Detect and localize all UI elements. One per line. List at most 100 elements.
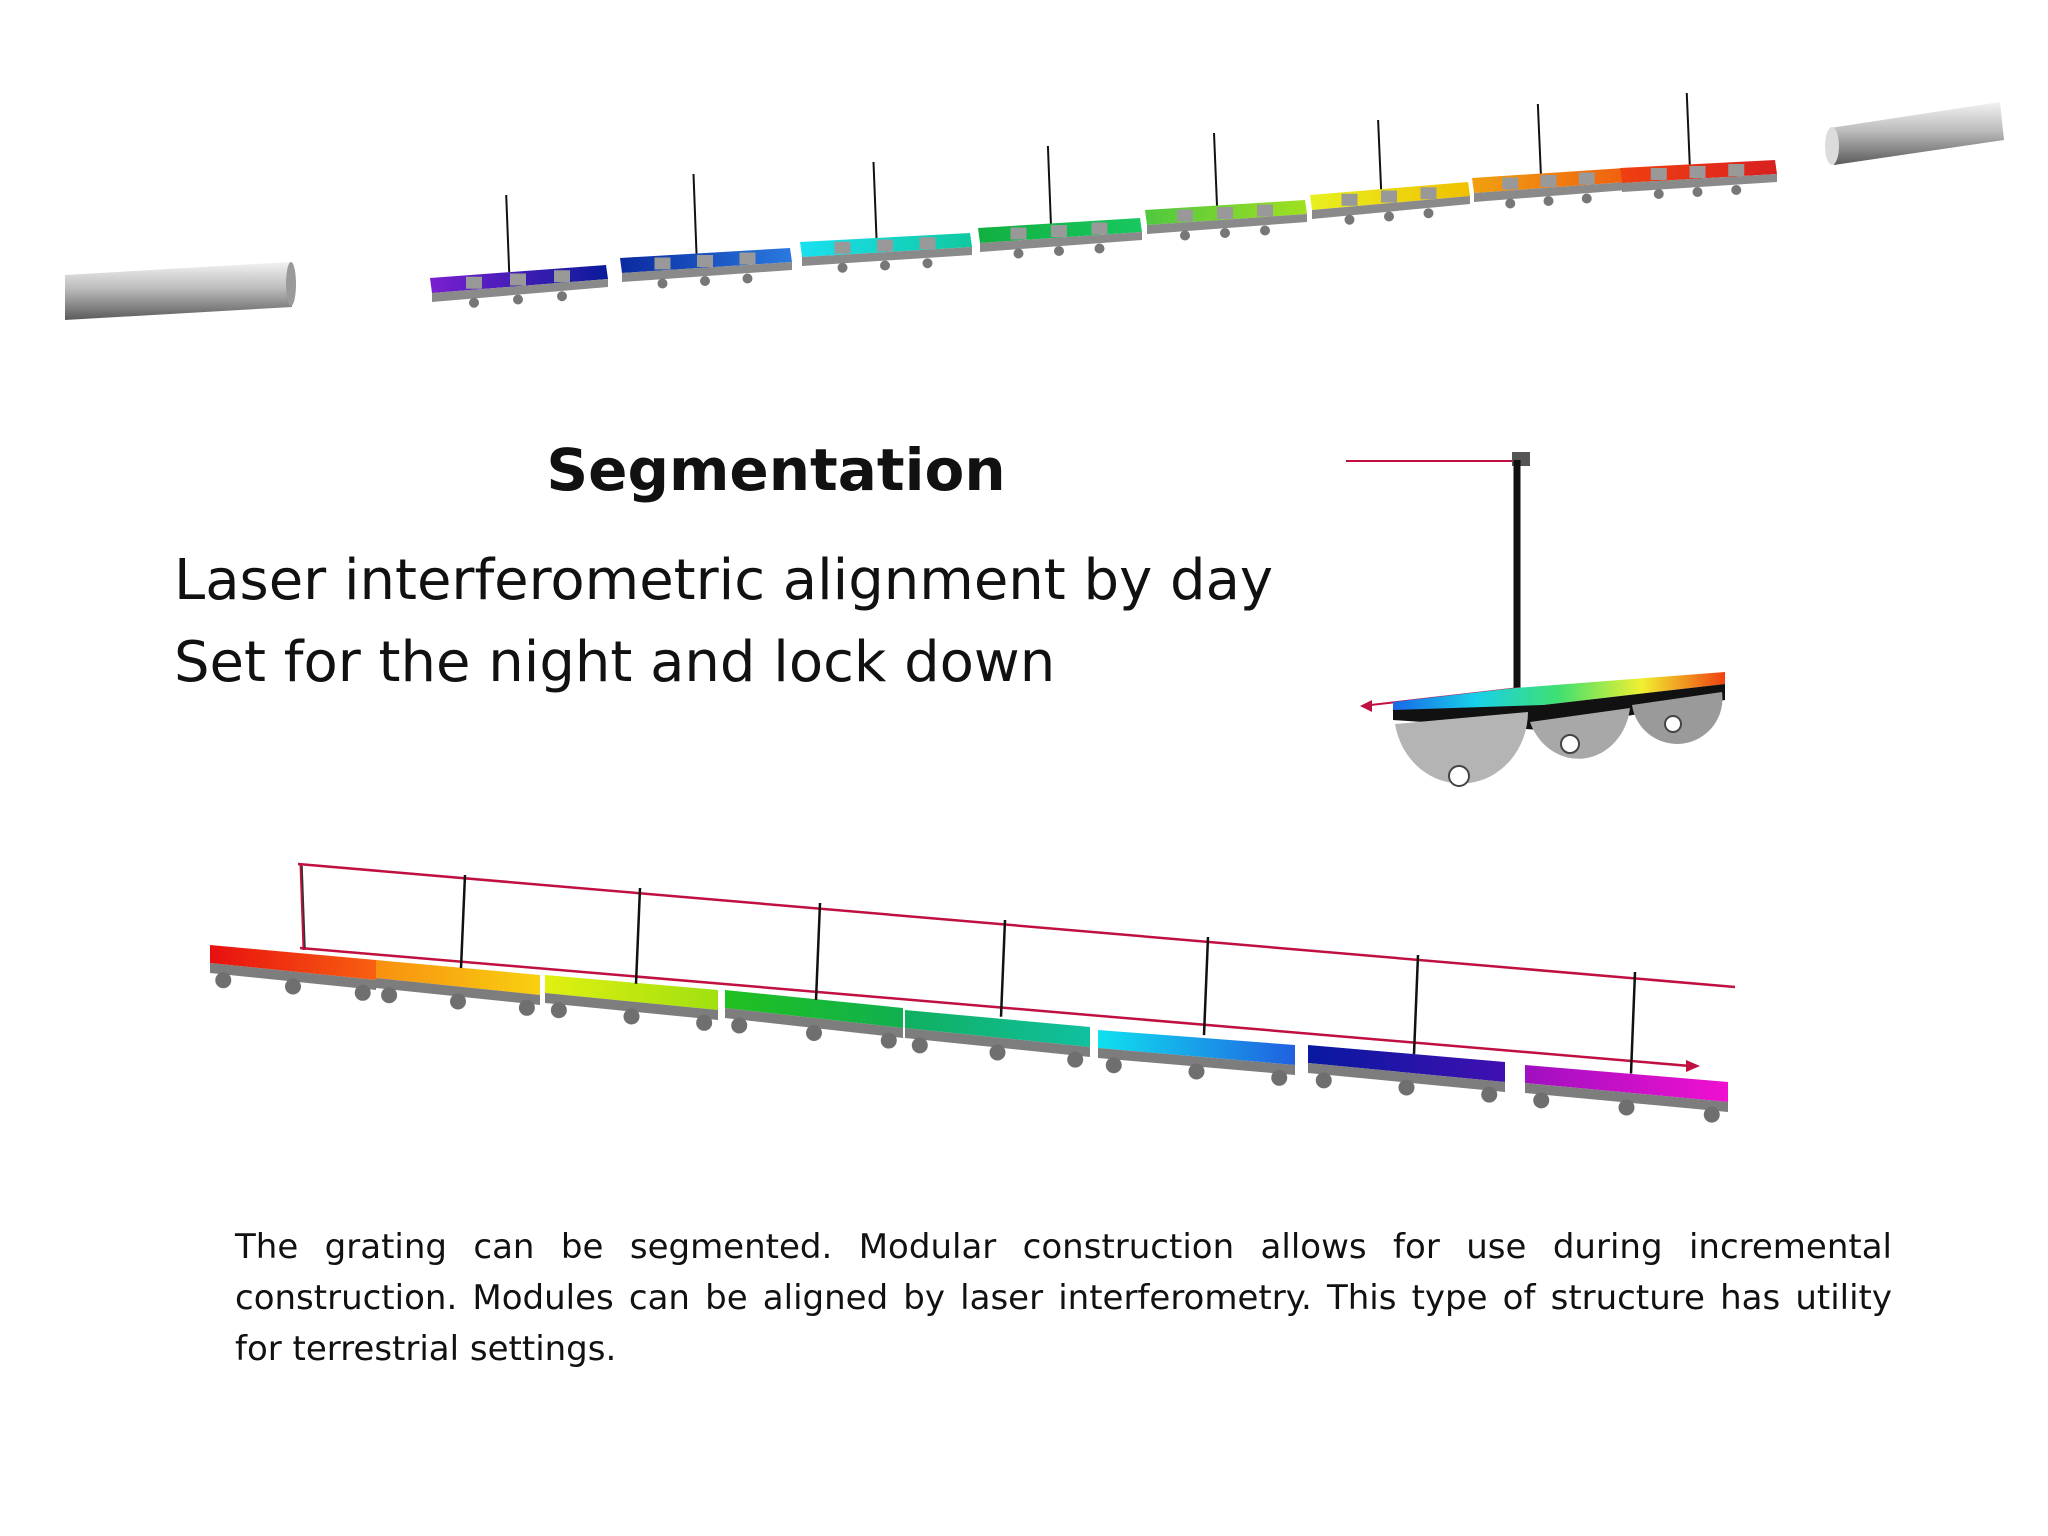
segment-wheel <box>450 993 466 1010</box>
segment-mast <box>1629 971 1637 1074</box>
segment-wheel <box>1067 1051 1084 1068</box>
segment-surface <box>376 960 540 995</box>
laser-source-mast <box>299 863 306 951</box>
segment-mount <box>1502 177 1519 190</box>
segment-wheel <box>1094 243 1105 254</box>
alignment-line-night: Set for the night and lock down <box>174 630 1056 695</box>
module-detail-figure <box>1346 452 1725 787</box>
segment-mount <box>1217 207 1233 219</box>
segment-wheel <box>1653 189 1664 199</box>
laser-reference-beam <box>297 862 1736 989</box>
segment-wheel <box>837 262 848 273</box>
bottom-segment <box>1525 1065 1728 1123</box>
segment-wheel <box>742 273 753 284</box>
detail-wheel-middle <box>1530 708 1630 759</box>
top-segment-row <box>430 92 1777 308</box>
segment-wheel <box>1260 225 1270 236</box>
laser-arrow <box>1360 700 1372 712</box>
segment-base <box>802 247 972 266</box>
segment-wheel <box>518 999 535 1016</box>
segment-wheel <box>1315 1072 1332 1089</box>
detail-bolt-hole <box>1560 734 1580 754</box>
bottom-segment <box>725 990 903 1049</box>
segment-surface <box>545 975 718 1010</box>
segment-base <box>1312 196 1470 219</box>
segment-mount <box>1051 225 1067 237</box>
segment-mount <box>834 241 851 254</box>
segment-wheel <box>381 987 398 1004</box>
segment-mast <box>1046 145 1052 224</box>
segment-mount <box>1650 168 1667 180</box>
segment-mast <box>1412 954 1420 1055</box>
segment-wheel <box>1013 248 1024 259</box>
segment-wheel <box>1271 1069 1288 1086</box>
segment-mast <box>1213 132 1218 206</box>
segment-base <box>1525 1083 1728 1112</box>
segment-wheel <box>1423 208 1434 219</box>
segment-base <box>545 993 718 1020</box>
top-segment <box>430 194 608 308</box>
top-segment <box>1620 92 1777 199</box>
segment-wheel <box>657 278 668 289</box>
segment-mast <box>1685 92 1691 165</box>
segment-mount <box>1010 227 1027 240</box>
segment-wheel <box>700 276 710 286</box>
segment-wheel <box>806 1025 822 1041</box>
segment-surface <box>905 1010 1090 1047</box>
segment-base <box>1147 214 1307 234</box>
segment-wheel <box>513 294 523 305</box>
segment-wheel <box>550 1002 567 1019</box>
segment-wheel <box>1581 193 1592 204</box>
segment-mast <box>872 161 878 238</box>
segment-wheel <box>880 1032 897 1049</box>
bottom-segment <box>210 945 376 1001</box>
segment-surface <box>725 990 903 1028</box>
segment-wheel <box>1618 1099 1635 1116</box>
segment-base <box>1098 1048 1295 1075</box>
segment-mount <box>739 252 756 265</box>
bottom-segment-row <box>210 862 1736 1123</box>
segment-mount <box>1091 222 1108 235</box>
segment-surface <box>1308 1045 1505 1082</box>
segment-wheel <box>1505 198 1516 209</box>
segment-wheel <box>880 260 890 271</box>
segment-wheel <box>469 297 479 308</box>
segment-mount <box>466 276 482 289</box>
segment-base <box>1308 1063 1505 1092</box>
segment-surface <box>1525 1065 1728 1102</box>
segment-wheel <box>557 291 567 302</box>
segment-mount <box>1728 164 1745 176</box>
top-segment <box>620 173 792 289</box>
segment-wheel <box>989 1044 1006 1061</box>
segment-mount <box>554 270 570 283</box>
laser-source-mast-core <box>301 865 306 949</box>
segment-wheel <box>623 1008 640 1025</box>
segment-mast <box>692 173 698 254</box>
segment-mast <box>505 194 511 273</box>
top-segment <box>1145 132 1307 241</box>
segment-mast <box>814 902 822 1001</box>
segment-mount <box>1177 209 1193 222</box>
top-segment <box>800 161 972 273</box>
segment-wheel <box>1703 1106 1720 1123</box>
segment-base <box>1622 174 1777 192</box>
segment-base <box>725 1008 903 1038</box>
segment-base <box>905 1028 1090 1057</box>
segment-wheel <box>1543 196 1554 206</box>
segment-mast <box>999 919 1007 1017</box>
segment-mast <box>1202 936 1210 1036</box>
segment-wheel <box>731 1017 748 1034</box>
segment-wheel <box>354 984 371 1001</box>
segment-base <box>980 232 1142 252</box>
top-segment <box>1472 103 1627 209</box>
segment-mount <box>919 237 936 250</box>
bottom-segment <box>545 975 718 1031</box>
segment-mount <box>697 255 713 267</box>
segment-wheel <box>1054 246 1064 256</box>
segment-mount <box>877 239 893 252</box>
right-telescope-tube <box>1825 102 2004 165</box>
detail-bolt-hole <box>1448 765 1470 787</box>
segment-wheel <box>922 258 933 269</box>
segment-surface <box>210 945 376 980</box>
bottom-segment <box>376 960 540 1016</box>
